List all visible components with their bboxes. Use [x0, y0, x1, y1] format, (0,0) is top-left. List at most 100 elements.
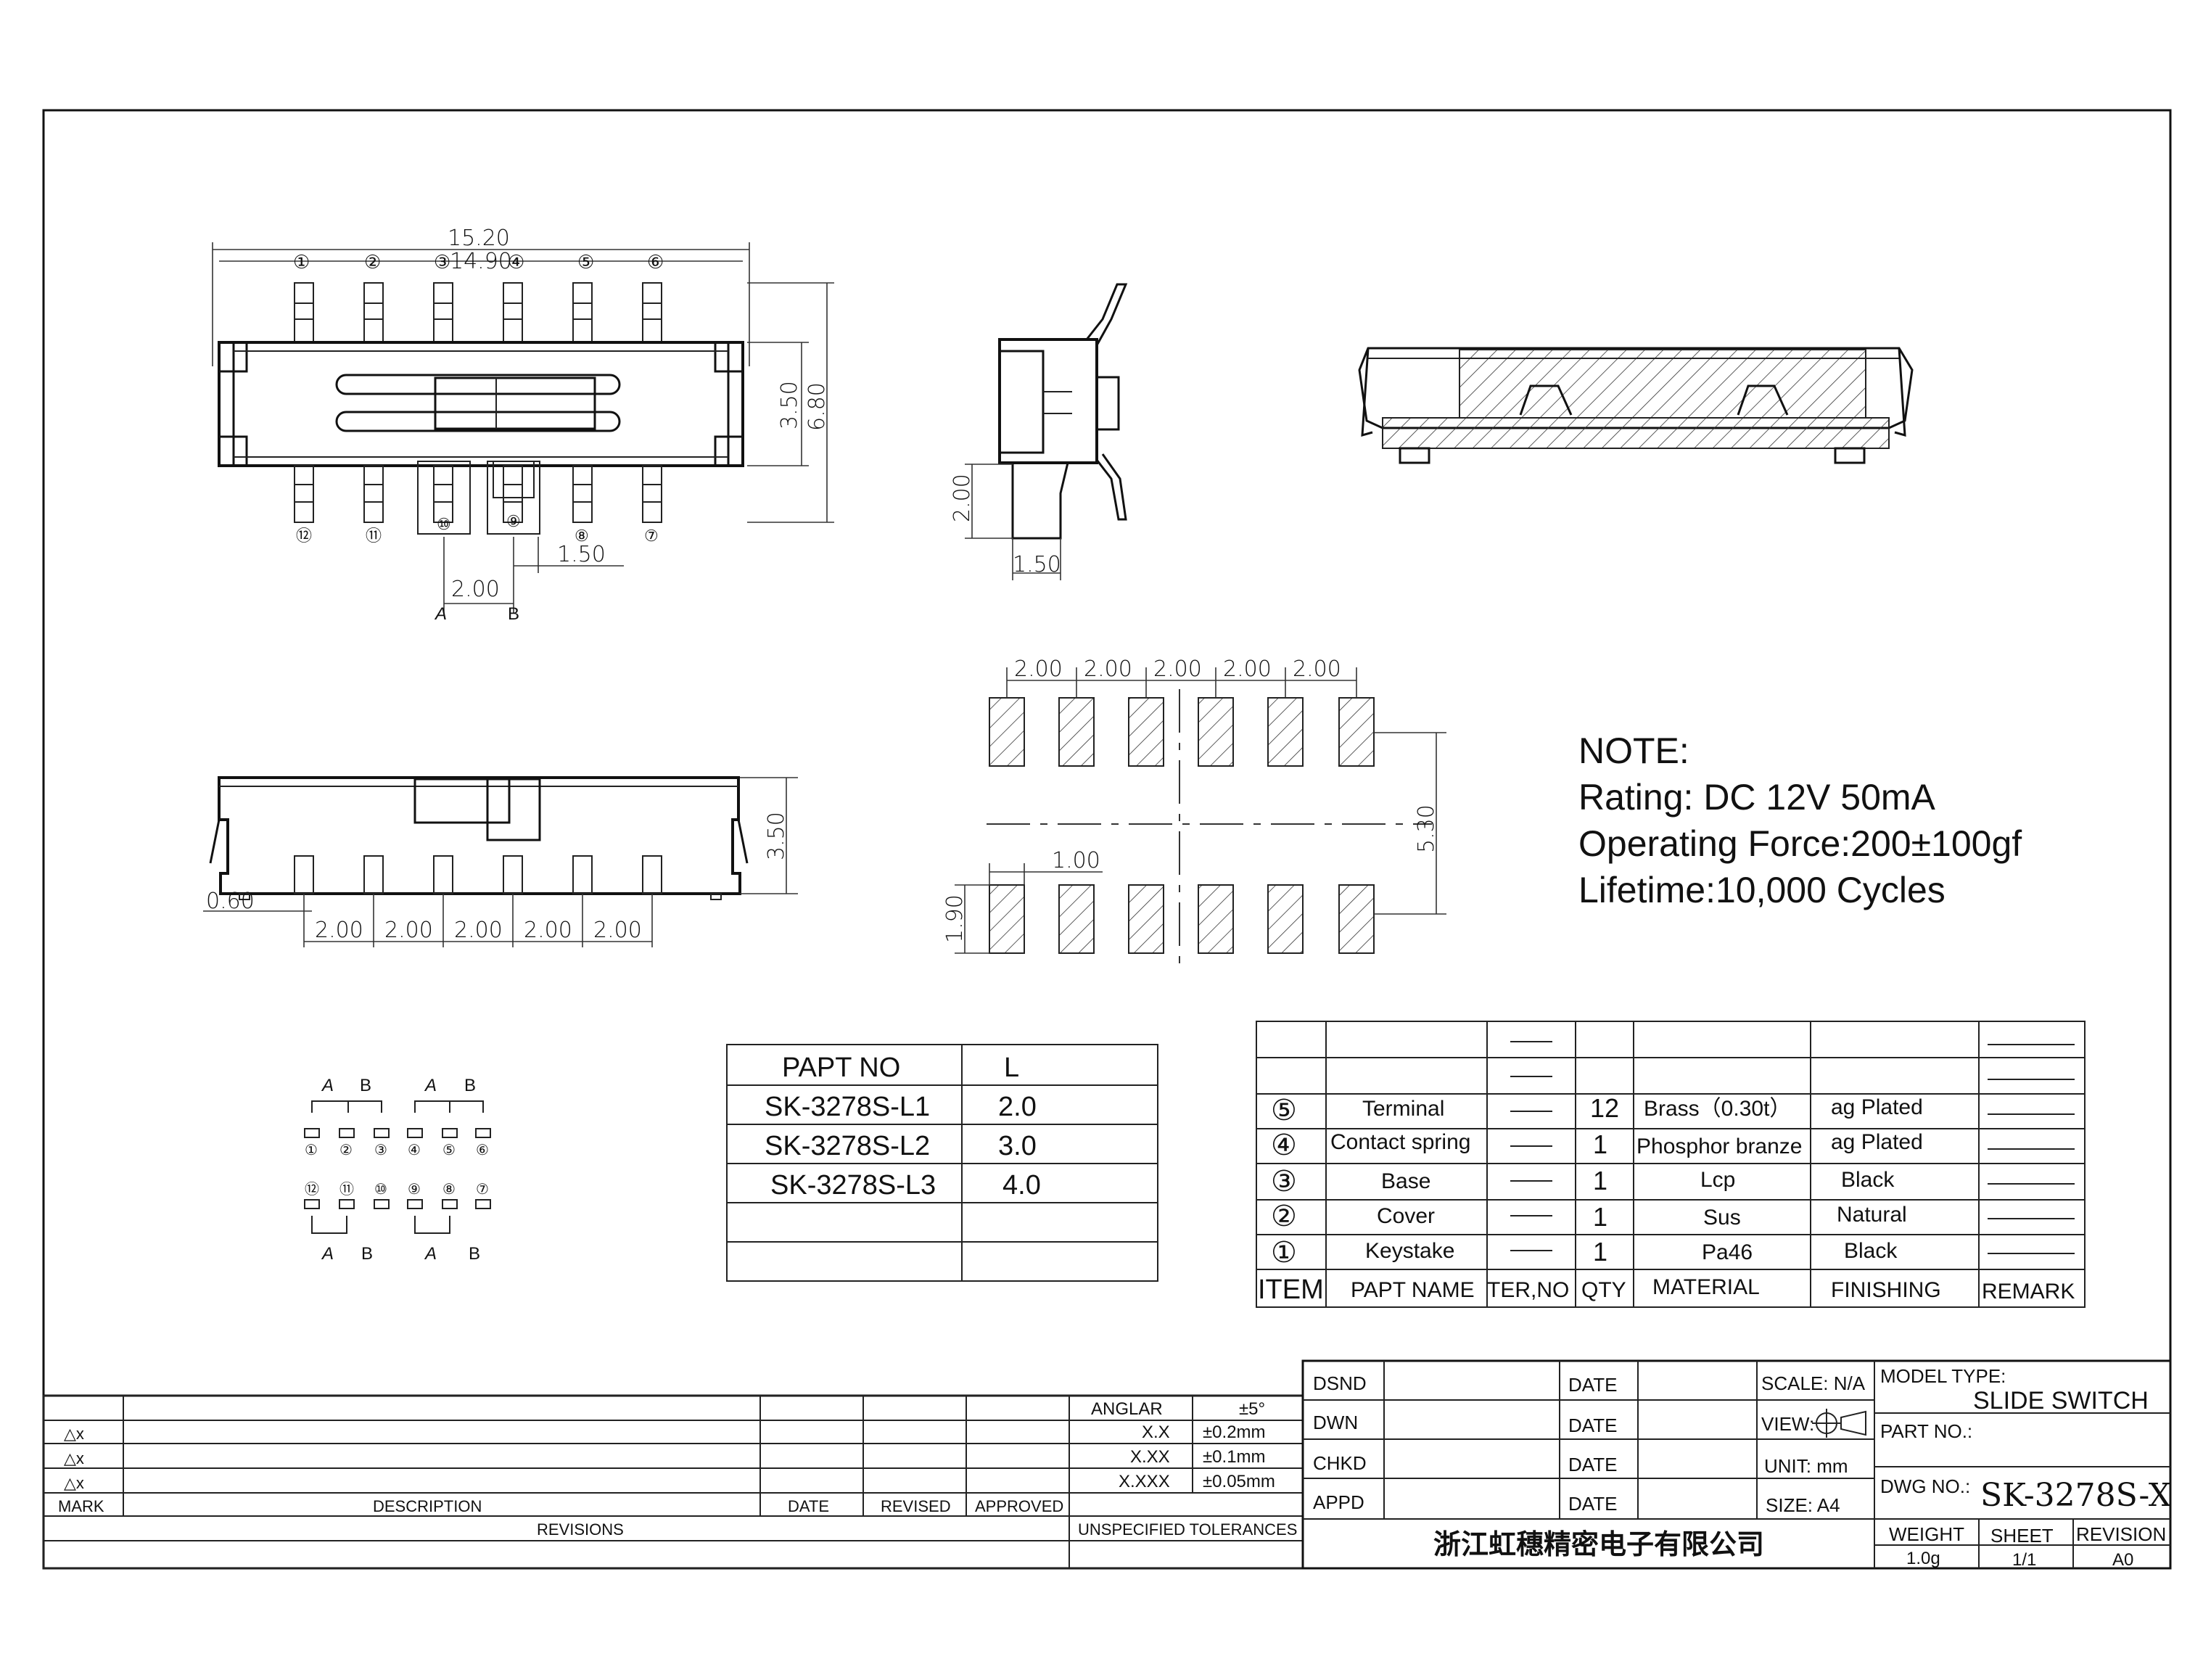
- dim-body-height: 3.50: [777, 381, 802, 429]
- dim-front-offset: 0.60: [206, 889, 255, 914]
- size-label: SIZE: A4: [1766, 1494, 1840, 1516]
- dim-pad-pitch-1: 2.00: [1014, 656, 1063, 682]
- dim-overall-length: 15.20: [448, 226, 510, 251]
- revision-header-date: DATE: [788, 1497, 829, 1515]
- sheet-value: 1/1: [2012, 1550, 2036, 1570]
- weight-label: WEIGHT: [1889, 1523, 1964, 1545]
- tolerance-value-2: ±0.1mm: [1203, 1447, 1266, 1467]
- circuit-bottom-b2: B: [469, 1244, 480, 1264]
- part-row-3-l: 4.0: [1002, 1170, 1041, 1201]
- revision-mark-3: △x: [64, 1474, 84, 1492]
- role-drawn: DWN: [1313, 1412, 1358, 1433]
- pin-label-5: ⑤: [577, 251, 594, 273]
- circuit-pin-4: ④: [408, 1142, 421, 1158]
- dim-body-length: 14.90: [450, 249, 512, 274]
- circuit-pin-12: ⑫: [305, 1181, 319, 1198]
- bom-table: ⑤ Terminal 12 Brass（0.30t） ag Plated ④ C…: [1256, 1021, 2086, 1308]
- revision-header-revised: REVISED: [881, 1497, 951, 1515]
- circuit-bottom-a2: A: [424, 1244, 437, 1264]
- dim-pitch-4: 2.00: [524, 918, 572, 943]
- bom-name-3: Base: [1381, 1169, 1430, 1193]
- bom-material-3: Lcp: [1700, 1168, 1735, 1192]
- circuit-top-a2: A: [424, 1076, 437, 1095]
- circuit-pin-8: ⑧: [442, 1182, 456, 1198]
- revision-mark-1: △x: [64, 1425, 84, 1443]
- bom-finishing-1: Black: [1844, 1239, 1898, 1263]
- pin-label-3: ③: [434, 251, 450, 273]
- bottom-pins: [294, 465, 662, 523]
- bom-finishing-3: Black: [1841, 1168, 1895, 1192]
- bom-item-5: ⑤: [1271, 1095, 1297, 1127]
- dim-pad-pitch-4: 2.00: [1223, 656, 1272, 682]
- bom-name-2: Cover: [1377, 1204, 1435, 1228]
- role-checked: CHKD: [1313, 1452, 1367, 1474]
- circuit-top-a1: A: [321, 1076, 334, 1095]
- circuit-diagram: A B A B ① ② ③ ④ ⑤ ⑥ ⑫ ⑪ ⑩ ⑨ ⑧ ⑦: [304, 1076, 491, 1264]
- revisions-footer: REVISIONS: [537, 1520, 624, 1539]
- circuit-pin-10: ⑩: [374, 1182, 387, 1198]
- front-pins: [294, 855, 662, 894]
- section-view: [1358, 347, 1914, 464]
- dim-front-height: 3.50: [764, 812, 789, 860]
- side-view: 2.00 1.50: [950, 283, 1128, 580]
- bom-header-material: MATERIAL: [1652, 1275, 1760, 1299]
- bom-name-5: Terminal: [1362, 1097, 1444, 1121]
- role-approved: APPD: [1313, 1491, 1364, 1513]
- bom-finishing-2: Natural: [1837, 1203, 1907, 1227]
- pin-label-2: ②: [364, 251, 381, 273]
- part-row-3-no: SK-3278S-L3: [770, 1170, 936, 1201]
- tolerance-value-angle: ±5°: [1239, 1399, 1265, 1419]
- part-no-label: PART NO.:: [1880, 1420, 1972, 1442]
- pin-label-4: ④: [508, 251, 524, 273]
- bom-header-item: ITEM: [1258, 1275, 1324, 1305]
- view-label: VIEW:: [1761, 1413, 1814, 1435]
- pin-label-9: ⑨: [506, 512, 521, 530]
- top-pins: [294, 282, 662, 343]
- model-type-label: MODEL TYPE:: [1880, 1365, 2006, 1387]
- note-rating: Rating: DC 12V 50mA: [1578, 777, 1936, 818]
- dim-side-tail: 2.00: [950, 474, 975, 522]
- unit-label: UNIT: mm: [1764, 1455, 1848, 1477]
- circuit-pin-6: ⑥: [476, 1142, 489, 1158]
- bom-item-2: ②: [1271, 1201, 1297, 1232]
- part-number-table: PAPT NO L SK-3278S-L1 2.0 SK-3278S-L2 3.…: [726, 1044, 1158, 1282]
- company-name: 浙江虹穗精密电子有限公司: [1433, 1530, 1764, 1560]
- pad-layout: 2.00 2.00 2.00 2.00 2.00 5.30 1.00 1.90: [942, 656, 1446, 965]
- revision-value: A0: [2112, 1550, 2133, 1570]
- circuit-top-b2: B: [464, 1076, 476, 1095]
- front-view: 3.50 0.60 2.00 2.00 2.00 2.00 2.00: [203, 776, 798, 947]
- dim-knob-width: 1.50: [557, 542, 606, 567]
- date-label-4: DATE: [1568, 1493, 1617, 1515]
- revision-label: REVISION: [2076, 1523, 2166, 1545]
- bom-material-4: Phosphor branze: [1636, 1135, 1803, 1158]
- tolerance-label-1: X.X: [1142, 1422, 1170, 1442]
- bom-name-1: Keystake: [1365, 1239, 1454, 1263]
- dim-pitch-2: 2.00: [384, 918, 433, 943]
- bom-qty-1: 1: [1593, 1237, 1607, 1267]
- role-designed: DSND: [1313, 1372, 1367, 1394]
- bom-item-4: ④: [1271, 1129, 1297, 1161]
- circuit-pin-3: ③: [374, 1142, 387, 1158]
- dim-pad-pitch-5: 2.00: [1293, 656, 1341, 682]
- tolerance-value-1: ±0.2mm: [1203, 1422, 1266, 1442]
- part-row-2-l: 3.0: [998, 1131, 1037, 1161]
- bom-material-1: Pa46: [1702, 1240, 1753, 1264]
- revision-header-description: DESCRIPTION: [373, 1497, 482, 1515]
- date-label-1: DATE: [1568, 1374, 1617, 1396]
- weight-value: 1.0g: [1906, 1549, 1940, 1568]
- revision-header-approved: APPROVED: [975, 1497, 1063, 1515]
- bom-material-2: Sus: [1703, 1206, 1741, 1230]
- circuit-pin-2: ②: [339, 1142, 353, 1158]
- model-type-value: SLIDE SWITCH: [1973, 1387, 2149, 1415]
- bom-qty-2: 1: [1593, 1202, 1607, 1232]
- circuit-pin-9: ⑨: [408, 1182, 421, 1198]
- dim-pad-pitch-3: 2.00: [1153, 656, 1202, 682]
- scale-label: SCALE: N/A: [1761, 1372, 1866, 1394]
- bom-header-remark: REMARK: [1982, 1280, 2075, 1304]
- bom-item-1: ①: [1271, 1237, 1297, 1269]
- dim-pitch-5: 2.00: [593, 918, 642, 943]
- sheet-label: SHEET: [1990, 1525, 2054, 1547]
- part-table-header-l: L: [1004, 1053, 1019, 1083]
- revision-mark-2: △x: [64, 1449, 84, 1467]
